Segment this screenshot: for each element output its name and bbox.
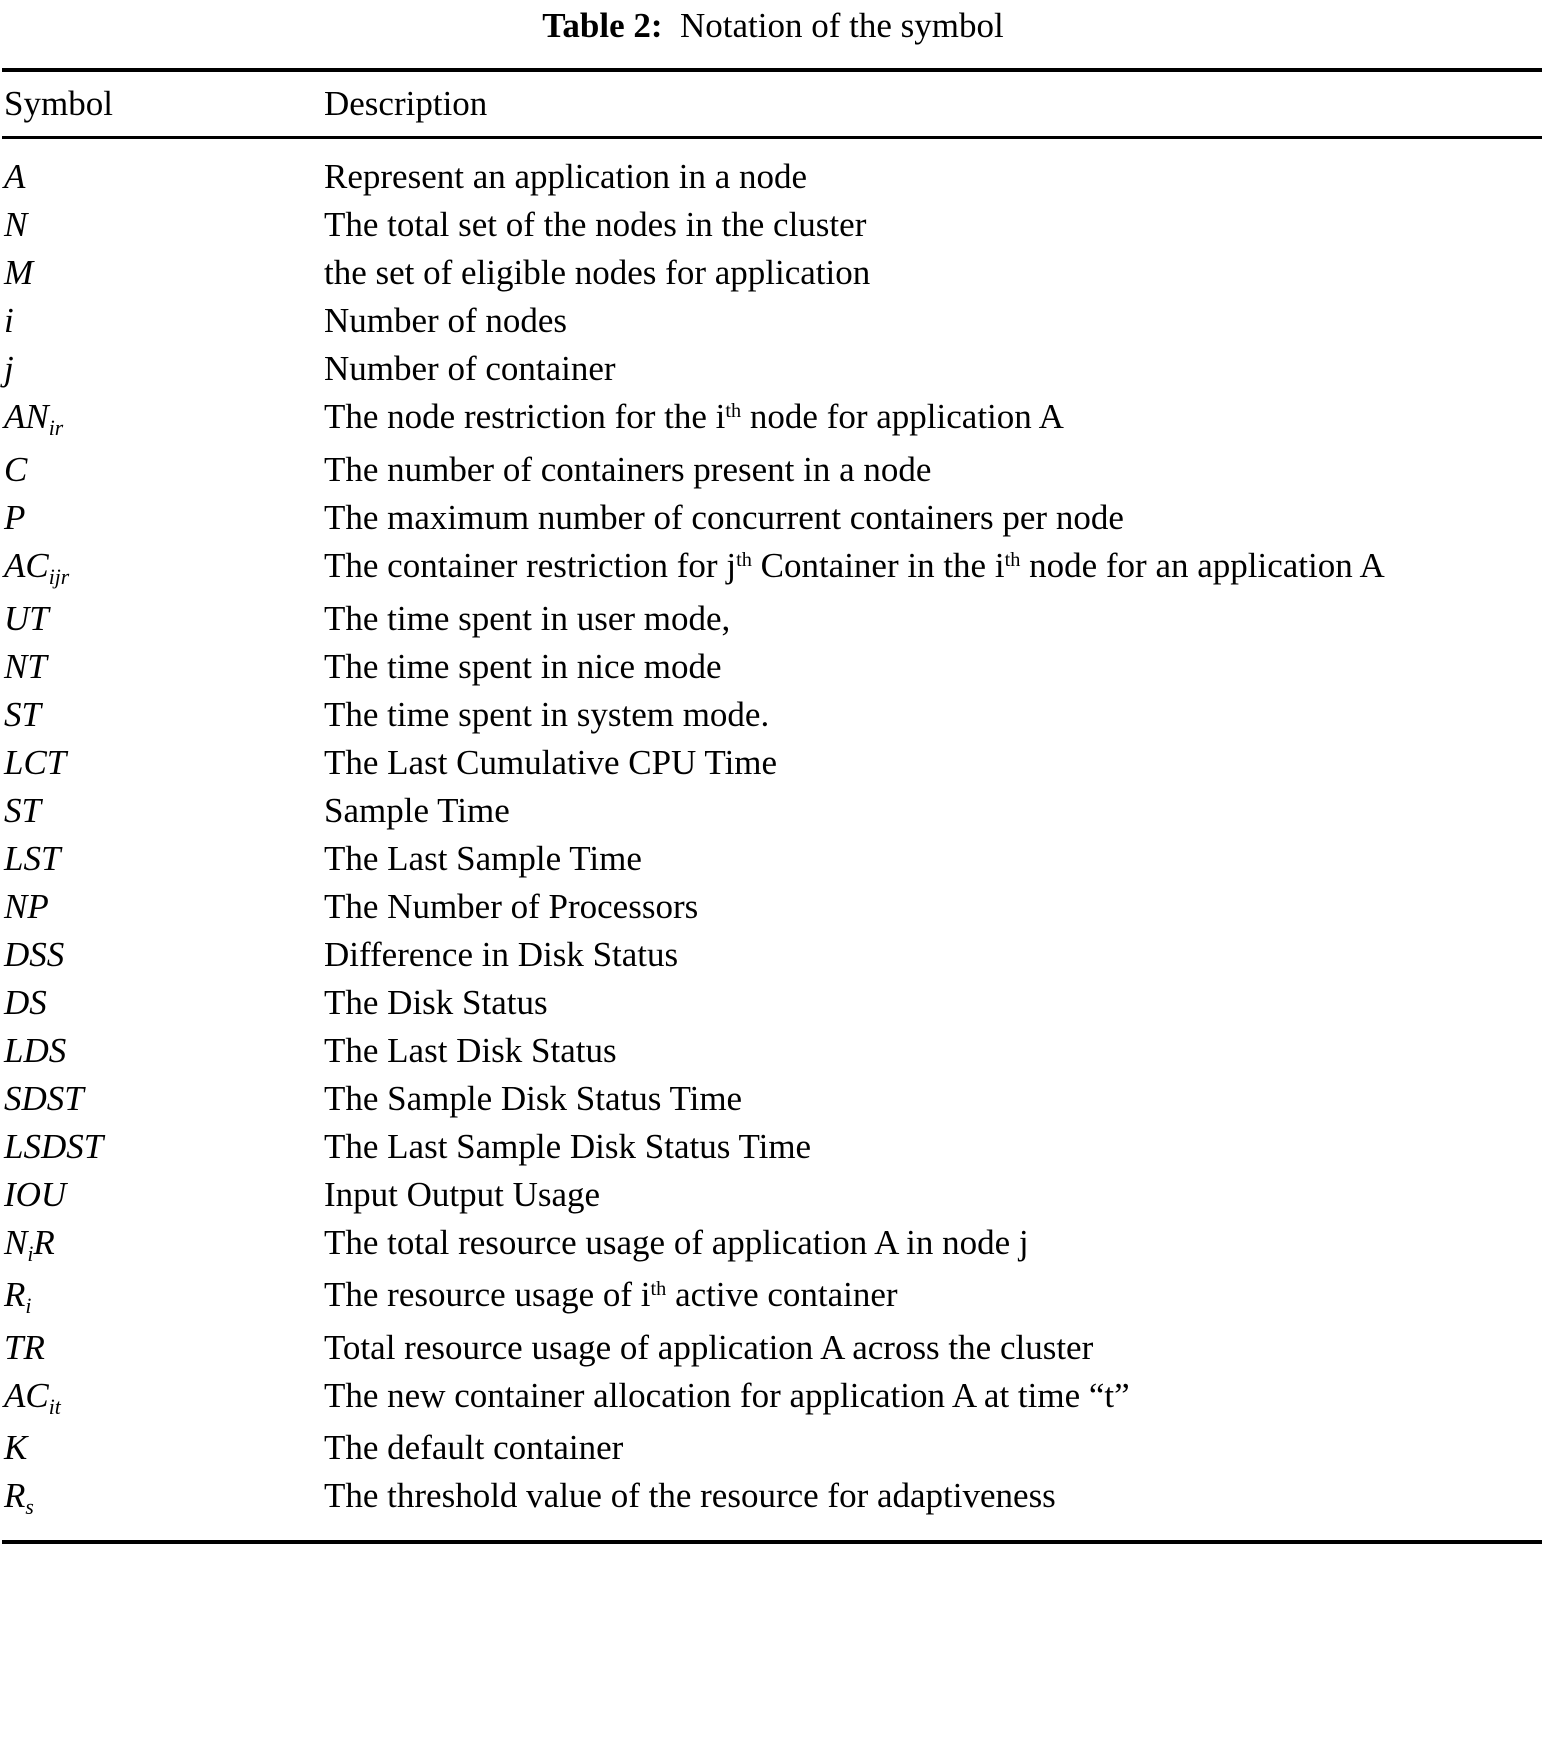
- symbol-cell: UT: [4, 599, 49, 638]
- description-cell: The Last Sample Disk Status Time: [324, 1127, 812, 1166]
- table-row: j Number of container: [0, 345, 1546, 393]
- table-bottom-rule: [2, 1540, 1542, 1544]
- table-row: P The maximum number of concurrent contai…: [0, 494, 1546, 542]
- description-cell: The maximum number of concurrent contain…: [324, 498, 1124, 537]
- table-row: SDST The Sample Disk Status Time: [0, 1075, 1546, 1123]
- table-row: ST The time spent in system mode.: [0, 691, 1546, 739]
- symbol-cell: ST: [4, 791, 41, 830]
- table-row: ACit The new container allocation for app…: [0, 1372, 1546, 1424]
- description-cell: The time spent in nice mode: [324, 647, 722, 686]
- symbol-cell: ST: [4, 695, 41, 734]
- caption-text: Notation of the symbol: [680, 6, 1004, 45]
- table-row: LCT The Last Cumulative CPU Time: [0, 739, 1546, 787]
- description-cell: The node restriction for the ith node fo…: [324, 397, 1064, 436]
- description-cell: The container restriction for jth Contai…: [324, 546, 1385, 585]
- symbol-cell: NiR: [4, 1223, 55, 1266]
- symbol-cell: NP: [4, 887, 49, 926]
- table-row: DS The Disk Status: [0, 979, 1546, 1027]
- symbol-cell: Ri: [4, 1275, 32, 1318]
- description-cell: The number of containers present in a no…: [324, 450, 932, 489]
- table-row: Rs The threshold value of the resource fo…: [0, 1472, 1546, 1534]
- symbol-cell: N: [4, 205, 28, 244]
- table-row: Ri The resource usage of ith active conta…: [0, 1271, 1546, 1324]
- description-cell: Number of nodes: [324, 301, 568, 340]
- symbol-cell: LDS: [4, 1031, 67, 1070]
- table-row: K The default container: [0, 1424, 1546, 1472]
- description-cell: The Last Cumulative CPU Time: [324, 743, 778, 782]
- column-header-description: Description: [324, 84, 488, 123]
- table-row: LST The Last Sample Time: [0, 835, 1546, 883]
- description-cell: Input Output Usage: [324, 1175, 601, 1214]
- description-cell: Sample Time: [324, 791, 510, 830]
- table-row: LDS The Last Disk Status: [0, 1027, 1546, 1075]
- caption-label: Table 2:: [542, 6, 663, 45]
- symbol-cell: DS: [4, 983, 47, 1022]
- table-row: NT The time spent in nice mode: [0, 643, 1546, 691]
- table-row: LSDST The Last Sample Disk Status Time: [0, 1123, 1546, 1171]
- description-cell: Represent an application in a node: [324, 157, 808, 196]
- description-cell: The Disk Status: [324, 983, 548, 1022]
- table-row: ACijr The container restriction for jth C…: [0, 542, 1546, 595]
- table-row: NiR The total resource usage of applicati…: [0, 1219, 1546, 1271]
- description-cell: The Last Sample Time: [324, 839, 642, 878]
- table-row: UT The time spent in user mode,: [0, 595, 1546, 643]
- symbol-cell: M: [4, 253, 34, 292]
- description-cell: The time spent in system mode.: [324, 695, 770, 734]
- table-row: A Represent an application in a node: [0, 139, 1546, 201]
- description-cell: Number of container: [324, 349, 616, 388]
- description-cell: The new container allocation for applica…: [324, 1376, 1130, 1415]
- table-row: DSS Difference in Disk Status: [0, 931, 1546, 979]
- symbol-cell: ACijr: [4, 546, 70, 589]
- table-row: N The total set of the nodes in the clust…: [0, 201, 1546, 249]
- header-row: Symbol Description: [0, 72, 1546, 136]
- description-cell: The time spent in user mode,: [324, 599, 731, 638]
- table-row: TR Total resource usage of application A …: [0, 1324, 1546, 1372]
- symbol-cell: i: [4, 301, 14, 340]
- table-row: i Number of nodes: [0, 297, 1546, 345]
- description-cell: The total resource usage of application …: [324, 1223, 1029, 1262]
- symbol-cell: ACit: [4, 1376, 61, 1419]
- description-cell: The Sample Disk Status Time: [324, 1079, 743, 1118]
- symbol-cell: ANir: [4, 397, 64, 440]
- symbol-cell: DSS: [4, 935, 65, 974]
- symbol-cell: LSDST: [4, 1127, 104, 1166]
- description-cell: Difference in Disk Status: [324, 935, 679, 974]
- symbol-cell: j: [4, 349, 14, 388]
- symbol-cell: Rs: [4, 1476, 34, 1519]
- table-row: C The number of containers present in a n…: [0, 446, 1546, 494]
- symbol-cell: IOU: [4, 1175, 67, 1214]
- table-header-rule: [2, 136, 1542, 139]
- description-cell: The Number of Processors: [324, 887, 699, 926]
- symbol-cell: C: [4, 450, 28, 489]
- description-cell: The Last Disk Status: [324, 1031, 617, 1070]
- symbol-cell: P: [4, 498, 26, 537]
- description-cell: The threshold value of the resource for …: [324, 1476, 1056, 1515]
- description-cell: the set of eligible nodes for applicatio…: [324, 253, 871, 292]
- table-caption: Table 2: Notation of the symbol: [0, 0, 1546, 56]
- symbol-cell: TR: [4, 1328, 45, 1367]
- symbol-cell: K: [4, 1428, 28, 1467]
- table-row: ST Sample Time: [0, 787, 1546, 835]
- description-cell: Total resource usage of application A ac…: [324, 1328, 1094, 1367]
- table-row: NP The Number of Processors: [0, 883, 1546, 931]
- symbol-cell: A: [4, 157, 26, 196]
- table-row: IOU Input Output Usage: [0, 1171, 1546, 1219]
- symbol-cell: LST: [4, 839, 61, 878]
- table-header: Symbol Description: [0, 72, 1546, 136]
- symbol-cell: SDST: [4, 1079, 84, 1118]
- table-row: ANir The node restriction for the ith nod…: [0, 393, 1546, 446]
- table-top-rule: [2, 68, 1542, 72]
- symbol-cell: NT: [4, 647, 47, 686]
- symbol-cell: LCT: [4, 743, 67, 782]
- description-cell: The default container: [324, 1428, 624, 1467]
- column-header-symbol: Symbol: [4, 84, 113, 123]
- description-cell: The total set of the nodes in the cluste…: [324, 205, 867, 244]
- description-cell: The resource usage of ith active contain…: [324, 1275, 898, 1314]
- notation-table: Symbol Description: [0, 72, 1546, 136]
